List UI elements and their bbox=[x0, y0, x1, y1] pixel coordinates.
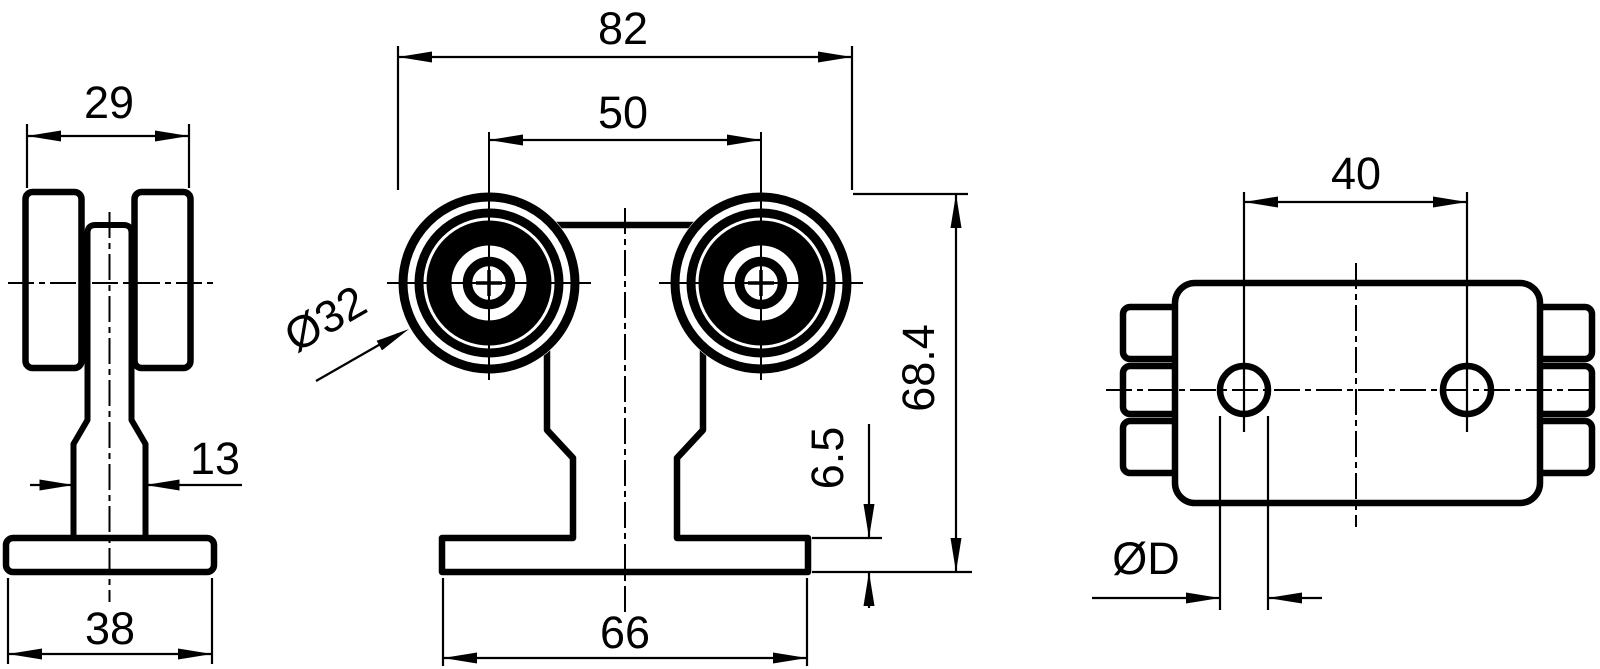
front-view-roller-right bbox=[659, 132, 863, 380]
dimension-29-label: 29 bbox=[84, 77, 134, 128]
dimension-6-5: 6.5 bbox=[802, 424, 882, 608]
dimension-68-4: 68.4 bbox=[812, 192, 972, 574]
dimension-38-label: 38 bbox=[85, 603, 135, 654]
dimension-82-label: 82 bbox=[598, 3, 648, 54]
side-view-roller-left bbox=[22, 188, 85, 372]
arrow-left-icon bbox=[1244, 196, 1278, 208]
arrow-left-icon bbox=[489, 134, 523, 146]
dimension-66-label: 66 bbox=[600, 607, 650, 658]
dimension-hole-diameter: ØD bbox=[1092, 416, 1322, 610]
arrow-right-icon bbox=[773, 652, 807, 664]
arrow-left-icon bbox=[8, 648, 42, 660]
top-view: 40 ØD bbox=[1092, 148, 1598, 610]
arrow-left-icon bbox=[443, 652, 477, 664]
dimension-68-4-label: 68.4 bbox=[893, 324, 944, 412]
arrow-left-icon bbox=[145, 479, 180, 491]
arrow-down-icon bbox=[950, 538, 962, 572]
dimension-dia32-label: Ø32 bbox=[276, 275, 375, 362]
front-view-roller-left bbox=[387, 132, 591, 380]
arrow-right-icon bbox=[39, 479, 74, 491]
arrow-left-icon bbox=[27, 130, 61, 142]
dimension-40: 40 bbox=[1242, 148, 1469, 432]
top-view-body bbox=[1171, 279, 1544, 507]
arrow-up-icon bbox=[863, 572, 875, 606]
dimension-38: 38 bbox=[6, 578, 214, 664]
arrow-right-icon bbox=[155, 130, 189, 142]
dimension-13: 13 bbox=[30, 433, 242, 491]
arrow-down-icon bbox=[863, 504, 875, 538]
dimension-6-5-label: 6.5 bbox=[802, 427, 853, 490]
dimension-roller-diameter: Ø32 bbox=[276, 275, 409, 382]
dimension-50: 50 bbox=[489, 87, 761, 146]
dimension-diaD-label: ØD bbox=[1112, 533, 1180, 584]
arrow-right-icon bbox=[178, 648, 212, 660]
dimension-13-label: 13 bbox=[190, 433, 240, 484]
arrow-right-icon bbox=[1186, 592, 1220, 604]
dimension-40-label: 40 bbox=[1331, 148, 1381, 199]
dimension-82: 82 bbox=[396, 3, 854, 190]
arrow-up-icon bbox=[950, 194, 962, 228]
dimension-66: 66 bbox=[441, 578, 809, 666]
arrow-left-icon bbox=[398, 51, 432, 63]
arrow-right-icon bbox=[818, 51, 852, 63]
front-view: 82 50 Ø32 68.4 6.5 bbox=[276, 3, 972, 666]
leader-arrow-icon bbox=[376, 329, 409, 351]
dimension-29: 29 bbox=[25, 77, 191, 188]
arrow-left-icon bbox=[1268, 592, 1302, 604]
roller-right-centerlines bbox=[659, 132, 863, 380]
side-view-roller-right bbox=[131, 188, 194, 372]
roller-left-centerlines bbox=[387, 132, 591, 380]
side-view: 29 13 38 bbox=[2, 77, 242, 664]
dimension-50-label: 50 bbox=[598, 87, 648, 138]
arrow-right-icon bbox=[1433, 196, 1467, 208]
arrow-right-icon bbox=[727, 134, 761, 146]
